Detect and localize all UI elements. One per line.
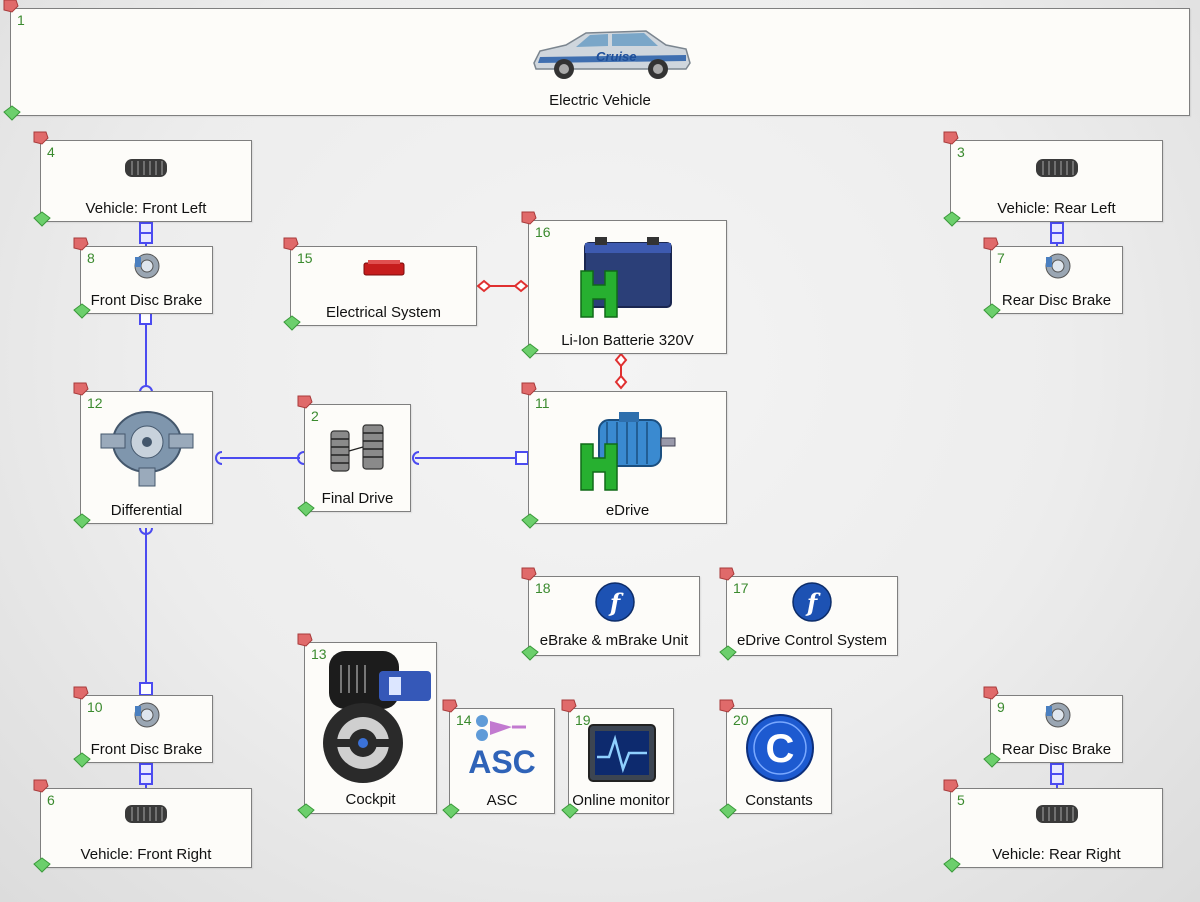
block-label: Constants — [745, 792, 813, 809]
block-label: eDrive — [605, 502, 650, 519]
block-number: 4 — [47, 144, 55, 160]
block-electric-vehicle[interactable]: 1 Cruise Electric Vehicle — [10, 8, 1190, 116]
block-vehicle-rear-left[interactable]: 3 Vehicle: Rear Left — [950, 140, 1163, 222]
block-label: Li-Ion Batterie 320V — [561, 332, 694, 349]
block-label: Vehicle: Rear Left — [997, 200, 1116, 217]
block-label: ASC — [486, 792, 518, 809]
svg-text:f: f — [805, 588, 821, 617]
block-vehicle-rear-right[interactable]: 5 Vehicle: Rear Right — [950, 788, 1163, 868]
disc-brake-icon — [1045, 702, 1071, 728]
block-number: 19 — [575, 712, 591, 728]
asc-text: ASC — [468, 744, 536, 780]
block-constants[interactable]: 20 C Constants — [726, 708, 832, 814]
block-vehicle-front-right[interactable]: 6 Vehicle: Front Right — [40, 788, 252, 868]
flange-connector — [139, 222, 153, 244]
tire-icon — [125, 805, 167, 823]
disc-brake-icon — [134, 702, 160, 728]
monitor-icon — [588, 724, 656, 782]
block-number: 9 — [997, 699, 1005, 715]
block-vehicle-front-left[interactable]: 4 Vehicle: Front Left — [40, 140, 252, 222]
block-label: Front Disc Brake — [90, 741, 203, 758]
block-label: Differential — [110, 502, 183, 519]
block-label: Cockpit — [345, 791, 396, 808]
block-final-drive[interactable]: 2 Final Drive — [304, 404, 411, 512]
block-label: Online monitor — [572, 792, 670, 809]
tire-icon — [1036, 805, 1078, 823]
differential-icon — [100, 411, 194, 487]
block-label: eDrive Control System — [736, 632, 888, 649]
disc-brake-icon — [1045, 253, 1071, 279]
block-rear-disc-brake-9[interactable]: 9 Rear Disc Brake — [990, 695, 1123, 763]
block-number: 8 — [87, 250, 95, 266]
block-number: 15 — [297, 250, 313, 266]
battery-icon — [580, 237, 672, 318]
block-number: 10 — [87, 699, 103, 715]
block-label: eBrake & mBrake Unit — [539, 632, 689, 649]
block-label: Rear Disc Brake — [1001, 741, 1112, 758]
block-number: 20 — [733, 712, 749, 728]
block-differential[interactable]: 12 Differential — [80, 391, 213, 524]
block-label: Vehicle: Front Left — [85, 200, 207, 217]
block-label: Front Disc Brake — [90, 292, 203, 309]
car-icon: Cruise — [533, 30, 691, 79]
constants-icon: C — [746, 714, 814, 782]
function-icon: f — [595, 582, 635, 622]
block-front-disc-brake-10[interactable]: 10 Front Disc Brake — [80, 695, 213, 763]
block-number: 3 — [957, 144, 965, 160]
tire-icon — [125, 159, 167, 177]
electrical-system-icon — [363, 260, 405, 276]
block-number: 1 — [17, 12, 25, 28]
block-label: Rear Disc Brake — [1001, 292, 1112, 309]
asc-icon: ASC — [468, 715, 536, 780]
block-label: Electric Vehicle — [549, 92, 651, 109]
block-label: Vehicle: Front Right — [80, 846, 212, 863]
block-label: Vehicle: Rear Right — [992, 846, 1121, 863]
block-number: 6 — [47, 792, 55, 808]
block-front-disc-brake-8[interactable]: 8 Front Disc Brake — [80, 246, 213, 314]
cockpit-icon — [323, 651, 431, 783]
block-number: 12 — [87, 395, 103, 411]
block-number: 5 — [957, 792, 965, 808]
block-label: Electrical System — [325, 304, 442, 321]
function-icon: f — [792, 582, 832, 622]
gears-icon — [330, 424, 384, 472]
block-online-monitor[interactable]: 19 Online monitor — [568, 708, 674, 814]
block-number: 16 — [535, 224, 551, 240]
block-edrive-control-system[interactable]: 17 f eDrive Control System — [726, 576, 898, 656]
disc-brake-icon — [134, 253, 160, 279]
block-li-ion-battery[interactable]: 16 Li-Ion Batterie 320V — [528, 220, 727, 354]
block-number: 11 — [535, 395, 550, 411]
svg-text:C: C — [766, 727, 795, 771]
block-label: Final Drive — [321, 490, 394, 507]
car-logo-text: Cruise — [596, 49, 636, 64]
block-number: 7 — [997, 250, 1005, 266]
block-edrive[interactable]: 11 eDrive — [528, 391, 727, 524]
block-rear-disc-brake-7[interactable]: 7 Rear Disc Brake — [990, 246, 1123, 314]
block-number: 2 — [311, 408, 319, 424]
block-ebrake-mbrake-unit[interactable]: 18 f eBrake & mBrake Unit — [528, 576, 700, 656]
block-electrical-system[interactable]: 15 Electrical System — [290, 246, 477, 326]
tire-icon — [1036, 159, 1078, 177]
block-number: 18 — [535, 580, 551, 596]
svg-text:f: f — [608, 588, 624, 617]
block-number: 14 — [456, 712, 472, 728]
electric-motor-icon — [580, 412, 676, 491]
block-cockpit[interactable]: 13 Cockpit — [304, 642, 437, 814]
block-number: 13 — [311, 646, 327, 662]
block-asc[interactable]: 14 ASC ASC — [449, 708, 555, 814]
block-number: 17 — [733, 580, 749, 596]
